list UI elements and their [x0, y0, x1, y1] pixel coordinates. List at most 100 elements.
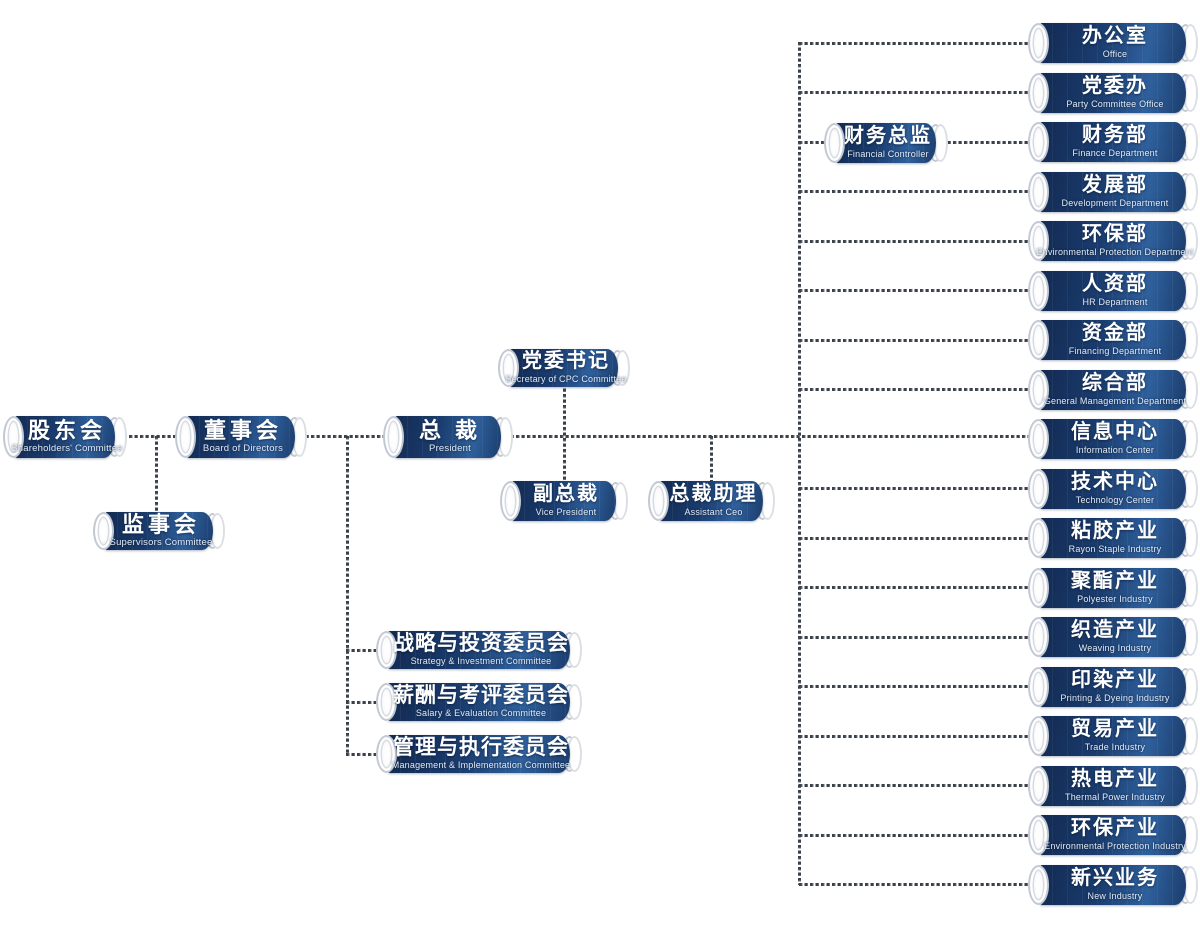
cylinder-cap-icon	[1028, 617, 1049, 657]
node-title-cn: 贸易产业	[1071, 718, 1159, 741]
node-subtitle-en: Weaving Industry	[1078, 642, 1152, 653]
node-title-cn: 管理与执行委员会	[393, 735, 569, 759]
cylinder-cap-icon	[1028, 518, 1049, 558]
connector-chain	[799, 834, 1035, 837]
cylinder-cap-icon	[1028, 320, 1049, 360]
connector-chain	[799, 883, 1035, 886]
node-subtitle-en: New Industry	[1087, 890, 1143, 901]
cylinder-body	[1037, 271, 1186, 311]
cylinder-body	[1037, 617, 1186, 657]
cylinder-cap-icon	[1028, 667, 1049, 707]
connector-chain	[346, 753, 380, 756]
node-subtitle-en: Rayon Staple Industry	[1068, 543, 1162, 554]
connector-chain	[799, 339, 1035, 342]
cylinder-body	[1037, 667, 1186, 707]
node-title-cn: 织造产业	[1071, 619, 1159, 642]
cylinder-cap-icon	[1028, 221, 1049, 261]
cylinder-cap-icon	[376, 735, 397, 773]
cylinder-cap-icon	[1028, 73, 1049, 113]
node-subtitle-en: Environmental Protection Department	[1036, 246, 1194, 257]
connector-chain	[799, 735, 1035, 738]
cylinder-body	[184, 416, 295, 458]
node-title-cn: 办公室	[1082, 25, 1148, 48]
node-title-cn: 总裁助理	[669, 483, 758, 506]
node-title-cn: 监事会	[121, 511, 200, 537]
cylinder-body	[385, 735, 570, 773]
node-subtitle-en: Supervisors Committee	[109, 537, 213, 549]
cylinder-cap-icon	[1028, 419, 1049, 459]
connector-chain	[799, 537, 1035, 540]
cylinder-cap-icon	[93, 512, 114, 550]
cylinder-body	[1037, 73, 1186, 113]
cylinder-cap-icon	[1028, 122, 1049, 162]
cylinder-cap-icon	[1028, 865, 1049, 905]
connector-chain	[563, 383, 566, 484]
cylinder-cap-icon	[3, 416, 24, 458]
connector-chain	[300, 435, 388, 438]
node-subtitle-en: General Management Department	[1043, 395, 1187, 406]
cylinder-body	[385, 631, 570, 669]
cylinder-body	[1037, 419, 1186, 459]
connector-chain	[155, 436, 158, 516]
cylinder-body	[1037, 370, 1186, 410]
connector-chain	[710, 436, 713, 484]
node-title-cn: 董事会	[203, 417, 282, 443]
node-subtitle-en: Information Center	[1075, 444, 1155, 455]
cylinder-cap-icon	[175, 416, 196, 458]
node-subtitle-en: Technology Center	[1075, 494, 1155, 505]
node-title-cn: 总 裁	[418, 417, 482, 443]
cylinder-cap-icon	[1028, 469, 1049, 509]
connector-chain	[346, 436, 349, 755]
node-subtitle-en: Financing Department	[1068, 345, 1162, 356]
node-subtitle-en: Management & Implementation Committee	[391, 760, 571, 771]
node-title-cn: 环保部	[1082, 223, 1148, 246]
cylinder-cap-icon	[824, 123, 845, 163]
cylinder-cap-icon	[648, 481, 669, 521]
node-subtitle-en: Thermal Power Industry	[1065, 791, 1165, 802]
node-subtitle-en: Assistant Ceo	[684, 506, 743, 517]
cylinder-cap-icon	[1028, 271, 1049, 311]
node-subtitle-en: Party Committee Office	[1066, 98, 1164, 109]
cylinder-cap-icon	[500, 481, 521, 521]
cylinder-body	[1037, 122, 1186, 162]
cylinder-body	[1037, 320, 1186, 360]
cylinder-body	[1037, 716, 1186, 756]
node-title-cn: 薪酬与考评委员会	[393, 683, 569, 707]
cylinder-body	[12, 416, 115, 458]
node-subtitle-en: Office	[1102, 48, 1128, 59]
node-title-cn: 副总裁	[533, 483, 599, 506]
node-title-cn: 战略与投资委员会	[393, 631, 569, 655]
connector-chain	[799, 91, 1035, 94]
cylinder-cap-icon	[1028, 815, 1049, 855]
connector-chain	[798, 42, 801, 885]
cylinder-body	[1037, 469, 1186, 509]
